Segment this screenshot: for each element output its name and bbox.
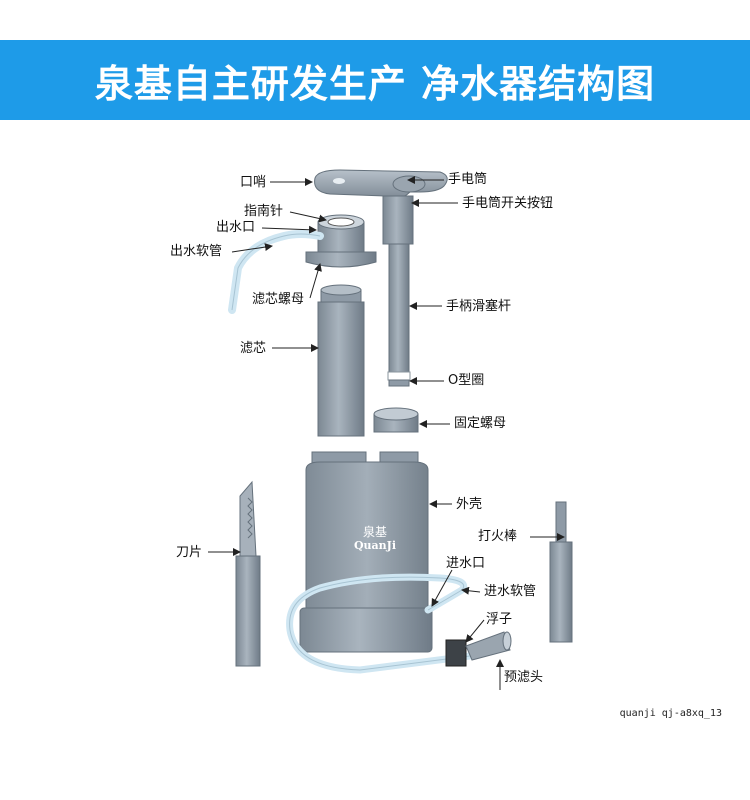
image-code: quanji qj-a8xq_13 — [619, 708, 722, 719]
label-knife: 刀片 — [176, 545, 203, 560]
plunger-rod — [382, 195, 414, 387]
label-flashlight: 手电筒 — [448, 172, 488, 187]
leader-lines — [208, 176, 565, 690]
prefilter-head — [445, 631, 512, 667]
outlet-head — [228, 214, 377, 314]
knife-blade — [235, 480, 261, 667]
label-o-ring: O型圈 — [448, 373, 485, 388]
brand-en: QuanJi — [353, 539, 397, 552]
label-float: 浮子 — [486, 612, 513, 627]
label-fire-starter: 打火棒 — [478, 529, 518, 544]
label-fixing-nut: 固定螺母 — [454, 416, 507, 431]
label-water-inlet: 进水口 — [446, 556, 486, 571]
page-title: 泉基自主研发生产 净水器结构图 — [94, 61, 656, 106]
label-whistle: 口哨 — [240, 175, 267, 190]
housing — [299, 451, 433, 653]
label-housing: 外壳 — [456, 497, 483, 512]
title-banner: 泉基自主研发生产 净水器结构图 — [0, 40, 750, 120]
fixing-nut — [373, 407, 419, 433]
brand-cn: 泉基 — [362, 525, 387, 539]
label-compass: 指南针 — [244, 204, 284, 219]
label-flashlight-switch: 手电筒开关按钮 — [462, 196, 554, 211]
label-water-outlet: 出水口 — [216, 220, 256, 235]
fire-starter — [549, 501, 573, 643]
label-filter-nut: 滤芯螺母 — [252, 292, 305, 307]
label-plunger-rod: 手柄滑塞杆 — [446, 299, 512, 314]
label-prefilter: 预滤头 — [504, 670, 544, 685]
housing-brand: 泉基 QuanJi — [340, 525, 410, 553]
label-filter-cartridge: 滤芯 — [240, 341, 267, 356]
filter-cartridge — [317, 284, 365, 437]
flashlight-handle — [314, 169, 448, 199]
label-inlet-hose: 进水软管 — [484, 584, 537, 599]
label-outlet-hose: 出水软管 — [170, 244, 223, 259]
